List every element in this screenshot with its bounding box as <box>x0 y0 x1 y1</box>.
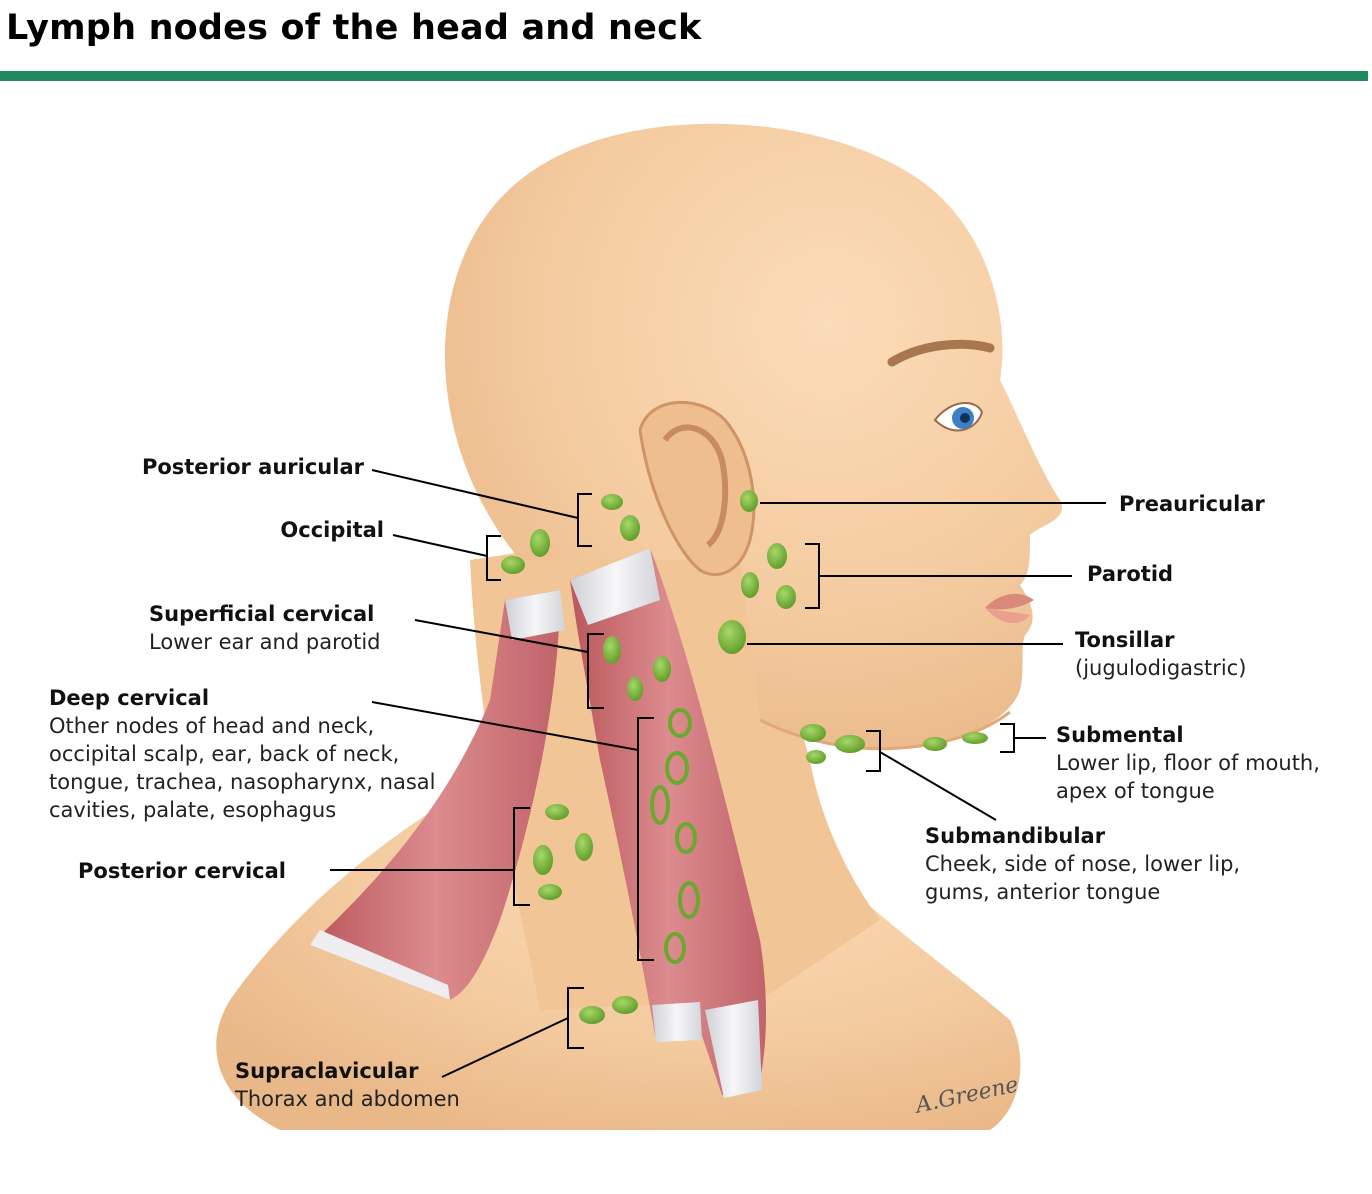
head <box>445 123 1063 749</box>
lymph-node <box>678 881 700 919</box>
leader-line <box>371 701 639 751</box>
bracket <box>577 493 592 547</box>
lymph-node <box>718 620 746 654</box>
bracket <box>486 535 501 581</box>
label-preauricular: Preauricular <box>1119 490 1265 518</box>
lymph-node <box>612 996 638 1014</box>
lymph-node <box>603 636 621 664</box>
trapezius-muscle <box>310 590 560 1000</box>
lymph-node <box>601 494 623 510</box>
lymph-node <box>664 932 686 964</box>
lips <box>985 593 1034 610</box>
label-name: Posterior cervical <box>78 859 287 883</box>
lymph-node <box>800 724 826 742</box>
label-name: Tonsillar <box>1075 628 1175 652</box>
label-posterior-auricular: Posterior auricular <box>142 453 364 481</box>
eyebrow <box>887 339 995 367</box>
leader-line <box>392 534 488 557</box>
lymph-node <box>533 845 553 875</box>
lymph-node <box>653 656 671 682</box>
page-title: Lymph nodes of the head and neck <box>6 8 702 48</box>
lymph-node <box>627 677 643 701</box>
lymph-node <box>923 737 947 751</box>
lymph-node <box>767 543 787 569</box>
ear <box>638 400 756 576</box>
label-name: Deep cervical <box>49 686 210 710</box>
lymph-node <box>668 708 692 738</box>
bracket <box>866 730 881 772</box>
lymph-node <box>575 833 593 861</box>
label-drainage: Other nodes of head and neck, occipital … <box>49 714 436 822</box>
lymph-node <box>530 529 550 557</box>
label-drainage: (jugulodigastric) <box>1075 656 1247 680</box>
leader-line <box>371 469 579 519</box>
lymph-node <box>776 585 796 609</box>
lymph-node <box>740 490 758 512</box>
lymph-node <box>650 785 670 825</box>
lymph-node <box>741 572 759 598</box>
lymph-node <box>620 515 640 541</box>
label-drainage: Cheek, side of nose, lower lip, gums, an… <box>925 852 1241 904</box>
header-rule <box>0 71 1368 81</box>
label-posterior-cervical: Posterior cervical <box>78 857 286 885</box>
label-deep-cervical: Deep cervical Other nodes of head and ne… <box>49 684 444 824</box>
sternocleidomastoid-muscle <box>570 548 766 1095</box>
label-submental: Submental Lower lip, floor of mouth, ape… <box>1056 721 1356 805</box>
label-occipital: Occipital <box>280 516 384 544</box>
leader-line <box>414 619 589 653</box>
lymph-node <box>538 884 562 900</box>
label-name: Occipital <box>280 518 384 542</box>
label-supraclavicular: Supraclavicular Thorax and abdomen <box>235 1057 460 1113</box>
lymph-node <box>665 751 689 785</box>
bracket <box>637 717 654 961</box>
lymph-node <box>501 556 525 574</box>
label-name: Submandibular <box>925 824 1106 848</box>
label-name: Submental <box>1056 723 1184 747</box>
bracket <box>513 807 530 906</box>
lymph-node <box>806 750 826 764</box>
label-drainage: Lower lip, floor of mouth, apex of tongu… <box>1056 751 1320 803</box>
lymph-node <box>545 804 569 820</box>
label-name: Supraclavicular <box>235 1059 419 1083</box>
label-name: Superficial cervical <box>149 602 375 626</box>
label-drainage: Lower ear and parotid <box>149 630 381 654</box>
lymph-node <box>579 1006 605 1024</box>
label-submandibular: Submandibular Cheek, side of nose, lower… <box>925 822 1255 906</box>
label-tonsillar: Tonsillar (jugulodigastric) <box>1075 626 1246 682</box>
lymph-node <box>962 732 988 744</box>
leader-line <box>879 751 997 821</box>
bracket <box>587 633 604 709</box>
label-name: Preauricular <box>1119 492 1265 516</box>
bracket <box>567 987 584 1049</box>
bracket <box>1000 723 1015 753</box>
lymph-node <box>675 822 697 854</box>
label-superficial-cervical: Superficial cervical Lower ear and parot… <box>149 600 380 656</box>
label-name: Parotid <box>1087 562 1174 586</box>
label-parotid: Parotid <box>1087 560 1173 588</box>
label-drainage: Thorax and abdomen <box>235 1087 460 1111</box>
label-name: Posterior auricular <box>141 455 364 479</box>
leader-line <box>441 1017 569 1078</box>
lymph-node <box>835 735 865 753</box>
